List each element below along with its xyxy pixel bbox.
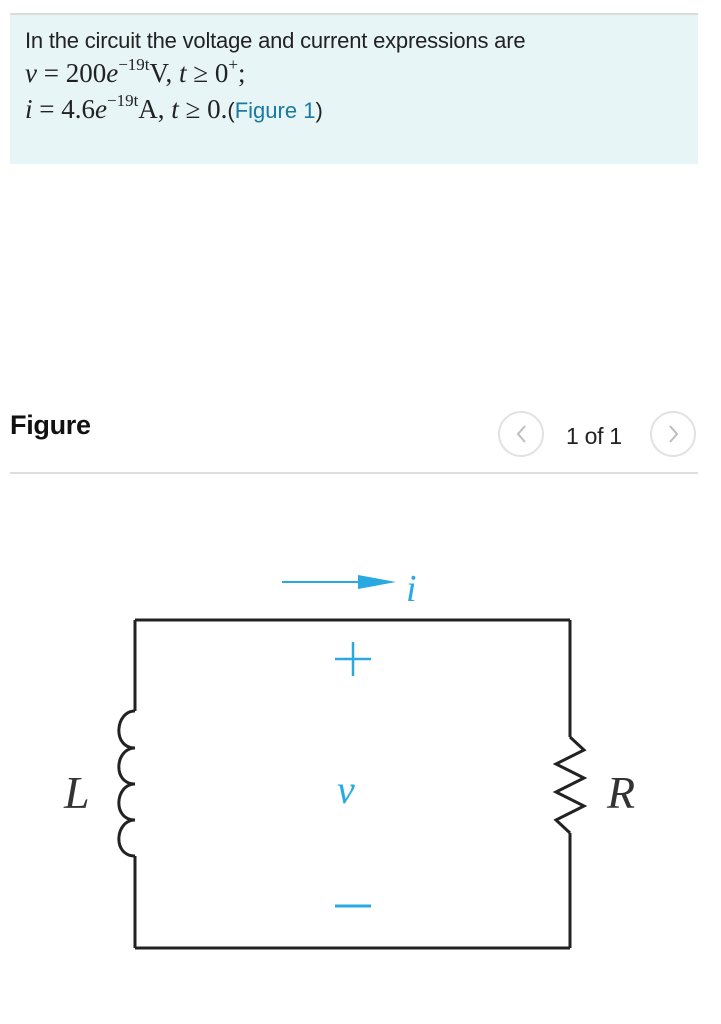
current-coefficient: = 4.6 [32,94,95,124]
current-equation: i = 4.6e−19tA, t ≥ 0.(Figure 1) [25,91,323,125]
figure-pagination: 1 of 1 [566,423,622,449]
voltage-var: v [25,58,37,88]
exp-base: e [95,94,107,124]
inductor-icon [117,709,136,858]
plus-sign-icon [335,642,371,676]
open-paren: ( [227,98,235,123]
current-unit: A, [138,94,172,124]
resistor-icon [552,735,588,835]
close-paren: ) [315,98,323,123]
figure-divider [10,472,698,474]
voltage-condition-sup: + [228,55,238,74]
voltage-equation: v = 200e−19tV, t ≥ 0+; [25,55,246,89]
problem-statement-panel [10,13,698,164]
voltage-condition: ≥ 0 [186,58,229,88]
current-arrow-icon [282,575,396,589]
resistor-label: R [606,767,635,818]
voltage-label: v [337,767,355,812]
chevron-left-icon [516,425,526,443]
previous-figure-button[interactable] [498,411,544,457]
current-condition: ≥ 0. [178,94,228,124]
next-figure-button[interactable] [650,411,696,457]
time-var: t [179,58,187,88]
chevron-right-icon [669,425,679,443]
voltage-unit: V, [149,58,180,88]
figure-1-link[interactable]: Figure 1 [234,98,316,123]
voltage-exponent: −19t [118,55,150,74]
voltage-coefficient: = 200 [36,58,107,88]
circuit-wires [133,618,572,950]
problem-intro-text: In the circuit the voltage and current e… [25,28,526,53]
circuit-diagram: i L R v [63,568,635,950]
voltage-end: ; [237,58,246,88]
exp-base: e [106,58,119,88]
current-label: i [406,568,417,610]
current-var: i [25,94,33,124]
figure-heading: Figure [10,410,91,440]
inductor-label: L [63,767,90,818]
current-exponent: −19t [106,91,139,110]
time-var: t [171,94,179,124]
